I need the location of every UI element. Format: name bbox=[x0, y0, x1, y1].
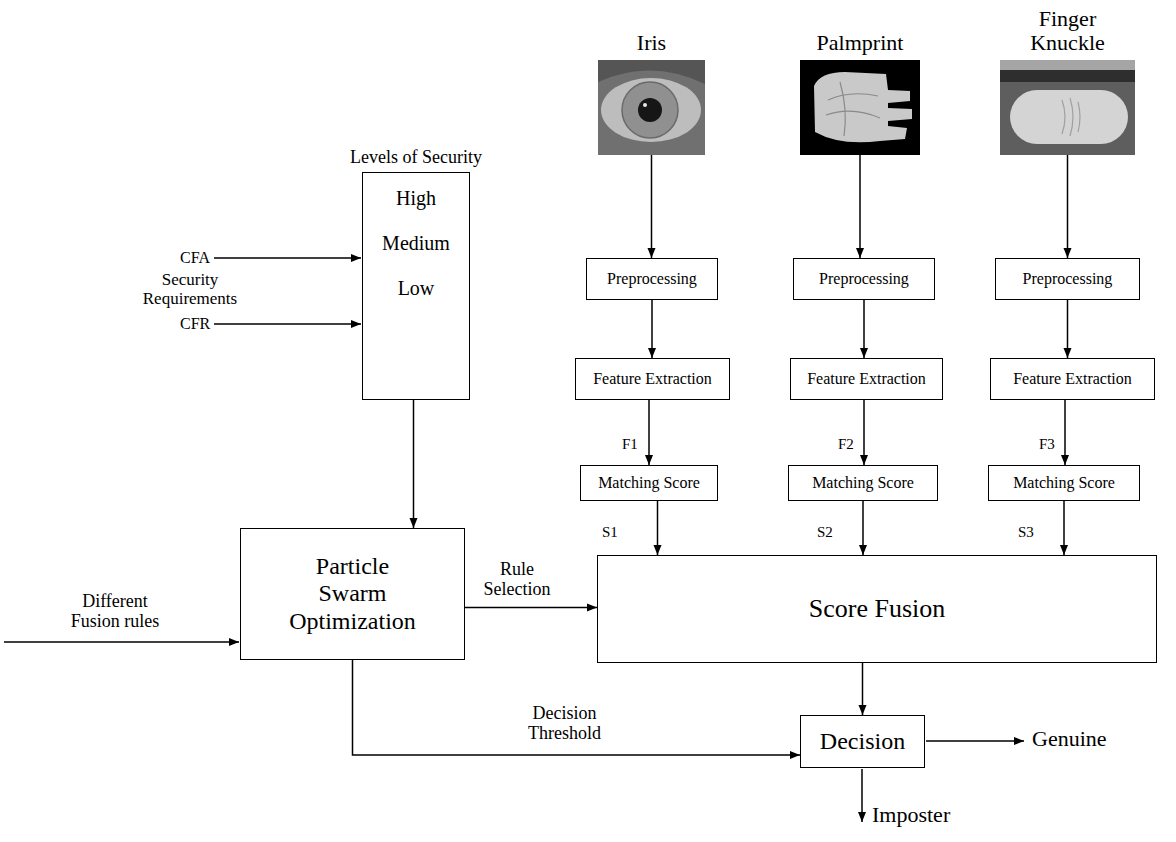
process-box: Feature Extraction bbox=[575, 358, 730, 400]
box-label: Preprocessing bbox=[819, 270, 909, 288]
palm-shape bbox=[814, 72, 912, 142]
edge-label: S3 bbox=[1016, 524, 1036, 541]
flow-arrow bbox=[353, 660, 801, 755]
edge-label: F3 bbox=[1037, 436, 1057, 453]
process-box: Feature Extraction bbox=[790, 358, 943, 400]
photo-ground bbox=[598, 60, 705, 155]
flow-arrow bbox=[1067, 300, 1069, 358]
side-note: Security Requirements bbox=[130, 271, 250, 308]
process-box: Preprocessing bbox=[995, 258, 1140, 300]
flow-arrow bbox=[1067, 155, 1069, 258]
process-box: Matching Score bbox=[788, 465, 938, 501]
edge-label: F2 bbox=[836, 436, 856, 453]
fusion-box: Score Fusion bbox=[597, 555, 1157, 663]
box-label: Feature Extraction bbox=[593, 370, 712, 388]
flow-arrow bbox=[859, 155, 861, 258]
output-arrow bbox=[861, 769, 863, 822]
flow-arrow bbox=[651, 300, 653, 358]
node-heading: Levels of Security bbox=[350, 148, 482, 168]
process-box: Feature Extraction bbox=[990, 358, 1155, 400]
photo-ground bbox=[800, 60, 920, 155]
flow-arrow bbox=[862, 663, 864, 715]
box-label: Preprocessing bbox=[1023, 270, 1113, 288]
box-label: Feature Extraction bbox=[1013, 370, 1132, 388]
requirement-arrow bbox=[214, 323, 361, 325]
box-label: Matching Score bbox=[1013, 474, 1115, 492]
box-label: Decision bbox=[820, 728, 905, 756]
edge-label: S2 bbox=[815, 524, 835, 541]
edge-label: S1 bbox=[600, 524, 620, 541]
decision-box: Decision bbox=[800, 715, 925, 768]
process-box: Matching Score bbox=[988, 465, 1140, 501]
node-heading: Iris bbox=[637, 31, 666, 55]
palm-creases bbox=[826, 82, 880, 136]
flow-arrow bbox=[862, 501, 864, 555]
node-heading: Palmprint bbox=[817, 31, 904, 55]
flow-arrow bbox=[863, 400, 865, 465]
process-box: Preprocessing bbox=[586, 258, 718, 300]
flow-arrow bbox=[1064, 400, 1066, 465]
process-box: Preprocessing bbox=[793, 258, 935, 300]
iris-ring bbox=[622, 82, 678, 138]
level-item: Low bbox=[398, 277, 435, 300]
level-item: High bbox=[396, 187, 436, 210]
biometric-image: Iris bbox=[598, 60, 705, 155]
biometric-image: Finger Knuckle bbox=[1000, 60, 1135, 155]
outcome-label: Genuine bbox=[1032, 727, 1107, 751]
outcome-label: Imposter bbox=[872, 803, 950, 827]
security-level-box: Levels of SecurityHighMediumLow bbox=[362, 172, 470, 400]
requirement-arrow bbox=[214, 257, 361, 259]
box-label: Score Fusion bbox=[809, 594, 946, 624]
flow-arrow bbox=[651, 155, 653, 258]
flow-arrow bbox=[657, 501, 659, 555]
output-arrow bbox=[926, 740, 1024, 742]
eye-white bbox=[601, 78, 701, 142]
edge-label: F1 bbox=[620, 436, 640, 453]
palmprint-image bbox=[800, 60, 920, 155]
optimizer-box: Particle Swarm Optimization bbox=[240, 528, 465, 660]
process-box: Matching Score bbox=[580, 465, 718, 501]
level-item: Medium bbox=[382, 232, 450, 255]
cost-symbol: CFR bbox=[180, 315, 210, 333]
input-arrow bbox=[4, 641, 239, 643]
flow-arrow bbox=[648, 400, 650, 465]
flow-arrow bbox=[1063, 501, 1065, 555]
cost-symbol: CFA bbox=[180, 249, 210, 267]
edge-label: Decision Threshold bbox=[515, 704, 614, 744]
dark-band bbox=[1000, 70, 1135, 82]
iris-image bbox=[598, 60, 705, 155]
flow-arrow bbox=[413, 400, 415, 528]
top-band bbox=[1000, 60, 1135, 70]
photo-ground bbox=[1000, 60, 1135, 155]
node-heading: Finger Knuckle bbox=[1018, 7, 1118, 55]
box-label: Particle Swarm Optimization bbox=[284, 553, 422, 636]
glint bbox=[643, 103, 647, 107]
biometric-image: Palmprint bbox=[800, 60, 920, 155]
pupil bbox=[638, 98, 662, 122]
flow-arrow bbox=[465, 607, 597, 609]
box-label: Matching Score bbox=[812, 474, 914, 492]
connector-layer bbox=[353, 155, 1068, 755]
knuckle-image bbox=[1000, 60, 1135, 155]
input-note: Different Fusion rules bbox=[60, 592, 170, 632]
edge-label: Rule Selection bbox=[470, 560, 564, 600]
box-label: Matching Score bbox=[598, 474, 700, 492]
flow-arrow bbox=[863, 300, 865, 358]
finger-shape bbox=[1010, 90, 1128, 144]
box-label: Preprocessing bbox=[607, 270, 697, 288]
knuckle-creases bbox=[1062, 98, 1080, 136]
box-label: Feature Extraction bbox=[807, 370, 926, 388]
